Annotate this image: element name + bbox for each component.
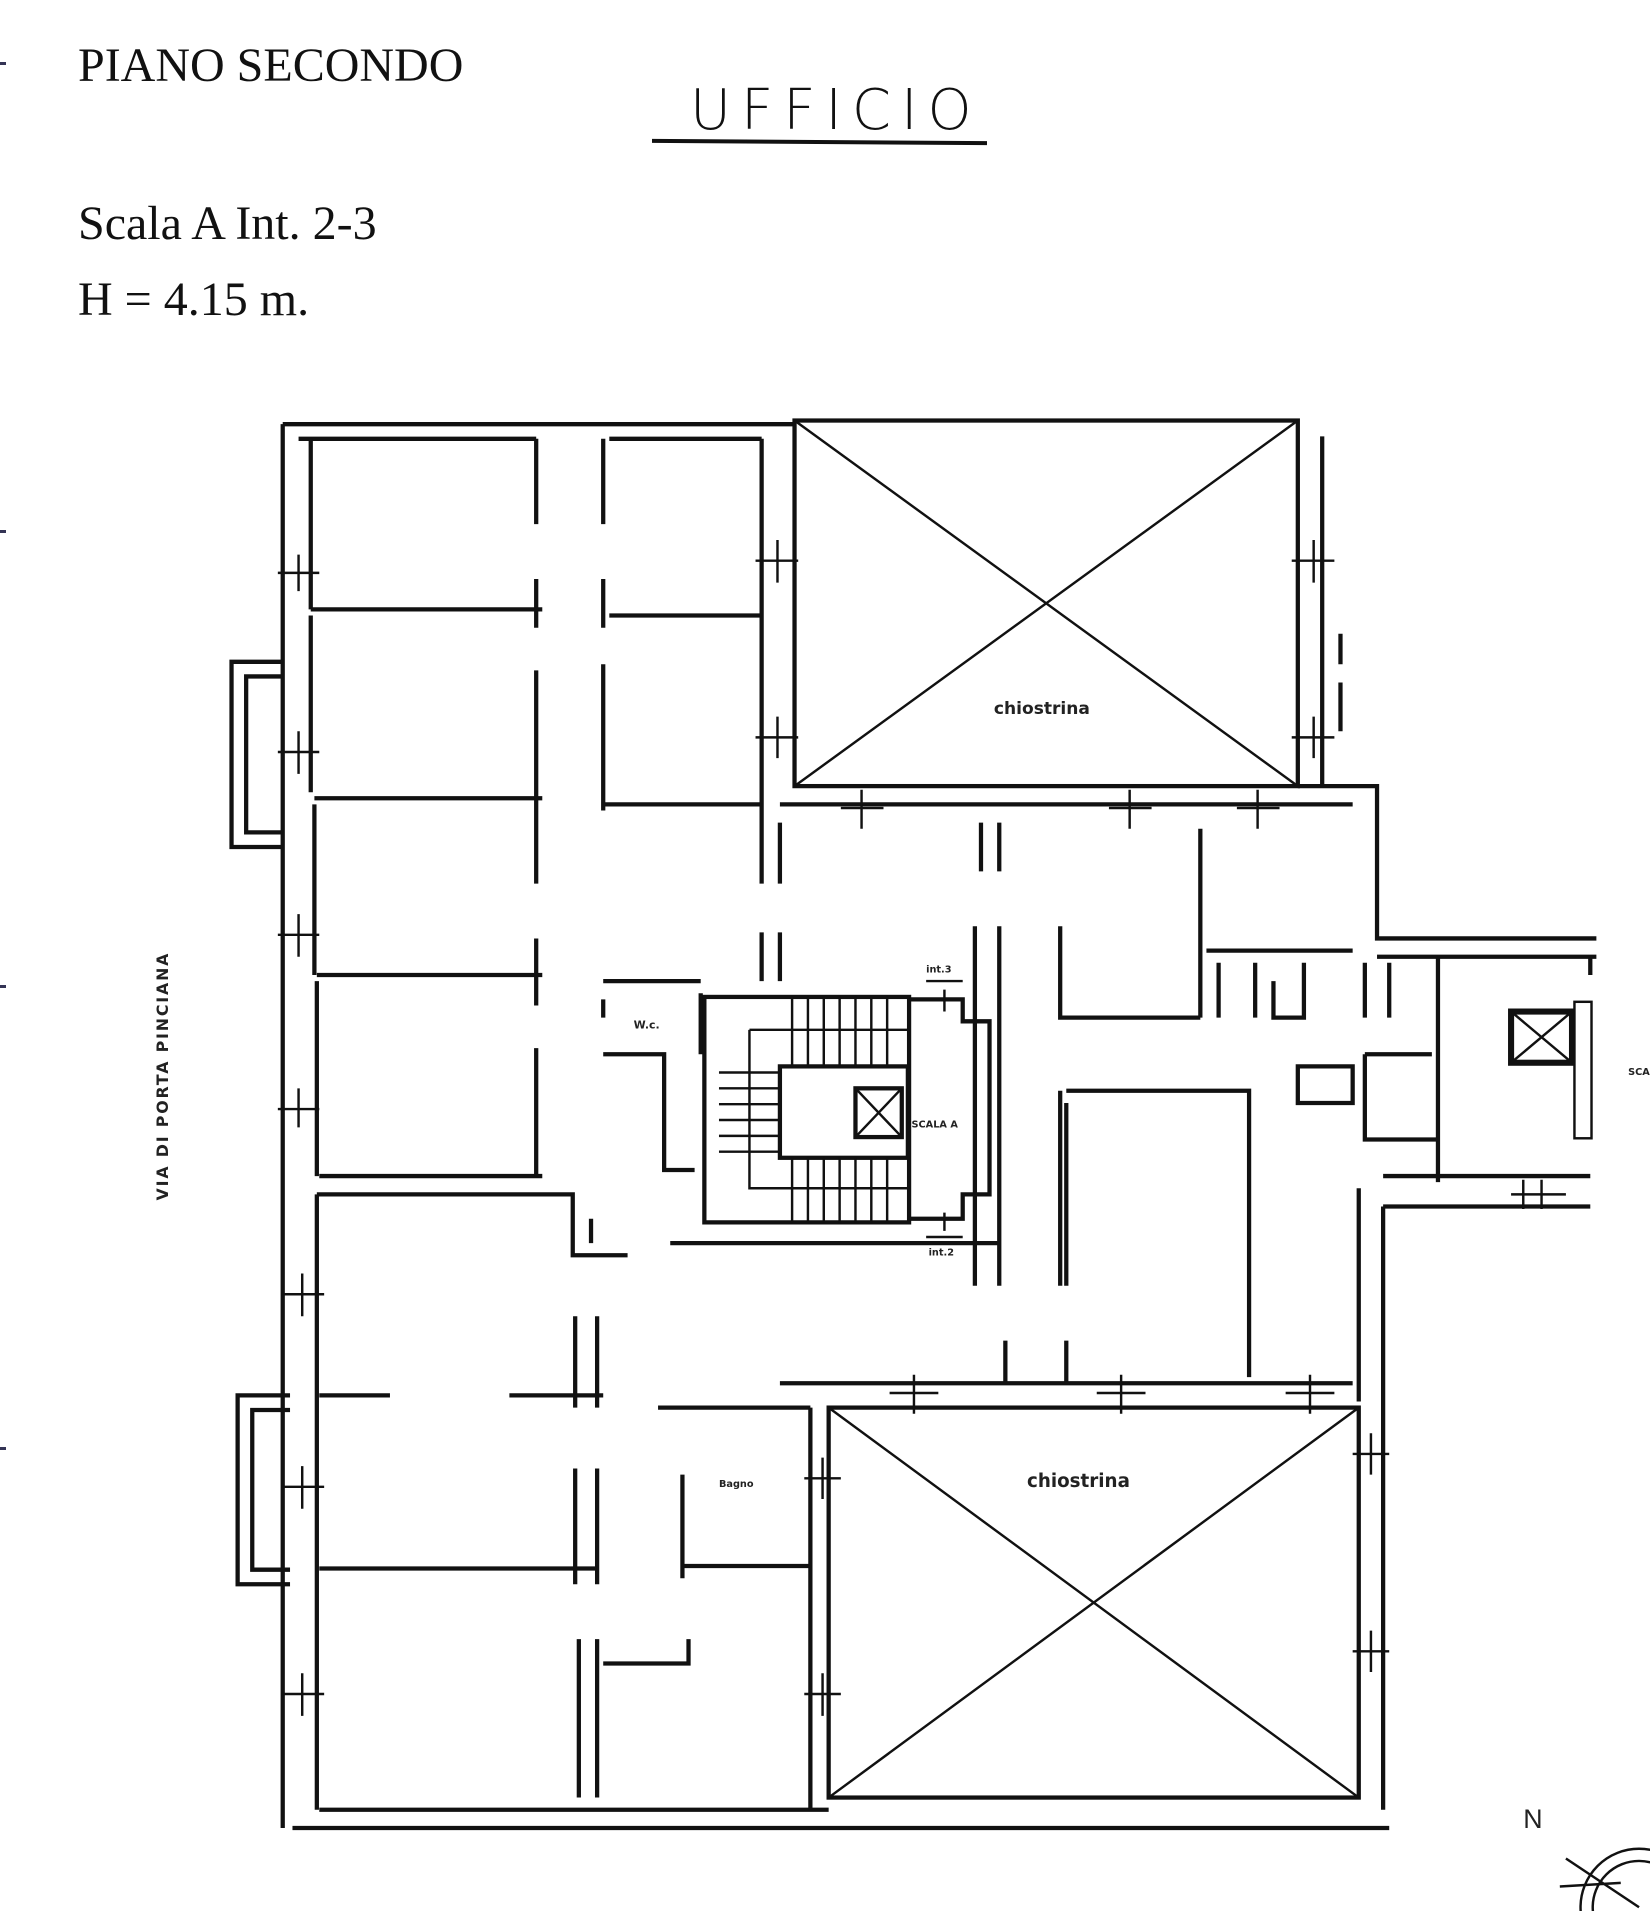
outer-walls — [280, 422, 1597, 1831]
margin-mark — [0, 985, 6, 988]
courtyard-top — [792, 418, 1300, 789]
handwritten-usage-label: UFFICIO — [690, 78, 982, 143]
street-label: VIA DI PORTA PINCIANA — [153, 952, 172, 1201]
stair-unit-label: Scala A Int. 2-3 — [78, 197, 377, 250]
unit-2-label: int.2 — [929, 1247, 954, 1258]
bay-windows — [229, 659, 291, 1587]
stairwell — [702, 979, 992, 1239]
interior-walls — [310, 438, 1438, 1810]
floor-title: PIANO SECONDO — [78, 39, 464, 92]
ceiling-height-label: H = 4.15 m. — [78, 273, 310, 326]
courtyard-top-label: chiostrina — [994, 699, 1090, 719]
margin-mark — [0, 62, 6, 65]
stair-label: SCALA A — [912, 1119, 959, 1130]
wc-label: W.c. — [634, 1019, 660, 1032]
courtyard-bottom — [826, 1405, 1361, 1800]
courtyard-bottom-label: chiostrina — [1027, 1471, 1130, 1492]
elevator-right — [1508, 1000, 1593, 1140]
unit-3-label: int.3 — [926, 965, 951, 976]
north-label: N — [1523, 1804, 1542, 1834]
bathroom-label: Bagno — [719, 1479, 754, 1490]
right-edge-partial-label: SCA — [1628, 1067, 1650, 1078]
margin-mark — [0, 1447, 6, 1450]
window-marks — [277, 539, 1566, 1716]
north-arrow-icon: N — [1523, 1804, 1650, 1911]
margin-mark — [0, 530, 6, 533]
